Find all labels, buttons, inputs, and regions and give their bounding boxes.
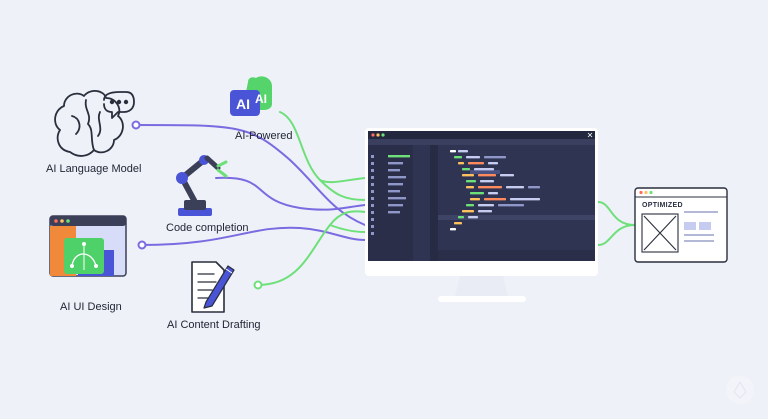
label-ai-ui-design: AI UI Design [60, 301, 122, 313]
code-line-segment [484, 198, 506, 201]
label-ai-powered: AI-Powered [235, 130, 293, 142]
file-icon [371, 225, 374, 228]
label-ai-content-drafting: AI Content Drafting [167, 319, 261, 331]
close-icon [587, 132, 593, 138]
dot-language-model [131, 120, 141, 130]
file-icon [371, 232, 374, 235]
code-line-segment [462, 168, 470, 171]
connector-language-model [135, 124, 366, 226]
connection-dots [131, 120, 263, 290]
connector-green-4 [329, 224, 366, 233]
code-line-segment [468, 216, 478, 219]
code-line-segment [488, 162, 498, 165]
file-icon [371, 204, 374, 207]
code-line-segment [458, 162, 464, 165]
file-icon [371, 197, 374, 200]
connector-output-2 [597, 224, 636, 246]
file-name-line [388, 197, 406, 200]
ai-badge-text-secondary: AI [255, 92, 267, 106]
code-line-segment [470, 198, 480, 201]
connector-ui-design [141, 226, 366, 246]
file-name-line [388, 176, 406, 179]
code-line-segment [466, 156, 480, 159]
file-icon [371, 218, 374, 221]
output-title: OPTIMIZED [642, 202, 683, 209]
code-line-segment [450, 228, 456, 231]
dot-ui-design [137, 240, 147, 250]
file-name-line [388, 162, 403, 165]
file-icon [371, 211, 374, 214]
code-line-segment [462, 210, 474, 213]
code-line-segment [500, 174, 514, 177]
file-name-line [388, 155, 410, 158]
code-line-segment [488, 192, 498, 195]
code-line-segment [478, 174, 496, 177]
code-line-segment [466, 204, 474, 207]
code-line-segment [458, 216, 464, 219]
connector-output [597, 201, 636, 226]
label-ai-language-model: AI Language Model [46, 163, 142, 175]
code-line-segment [470, 192, 484, 195]
watermark-icon [726, 376, 754, 404]
code-line-segment [450, 150, 456, 153]
connector-content-drafting [257, 210, 366, 286]
code-line-segment [466, 186, 474, 189]
code-line-segment [510, 198, 540, 201]
file-name-line [388, 183, 403, 186]
brain-chat-icon [54, 90, 135, 157]
code-line-segment [480, 180, 494, 183]
connections [135, 111, 636, 286]
code-line-segment [474, 168, 494, 171]
code-line-segment [528, 186, 540, 189]
ai-badge-icon: AI AI [230, 76, 272, 116]
document-pen-icon [191, 261, 235, 313]
file-icon [371, 155, 374, 158]
file-name-line [388, 211, 400, 214]
file-icon [371, 183, 374, 186]
file-name-line [388, 204, 403, 207]
connector-green-3 [319, 177, 366, 184]
code-line-segment [454, 156, 462, 159]
code-line-segment [478, 210, 492, 213]
code-line-segment [478, 204, 494, 207]
code-line-segment [506, 186, 524, 189]
dot-content-drafting [253, 280, 263, 290]
label-code-completion: Code completion [166, 222, 249, 234]
file-icon [371, 176, 374, 179]
file-icon [371, 190, 374, 193]
code-line-segment [454, 222, 462, 225]
code-line-segment [498, 204, 524, 207]
code-line-segment [462, 174, 474, 177]
file-icon [371, 169, 374, 172]
code-line-segment [478, 186, 502, 189]
optimized-window-icon: OPTIMIZED [634, 187, 728, 263]
code-line-segment [458, 150, 468, 153]
file-icon [371, 162, 374, 165]
ai-badge-text: AI [236, 96, 250, 112]
code-editor-monitor [365, 128, 598, 302]
robot-arm-icon [176, 155, 228, 216]
code-lines [371, 150, 540, 235]
file-name-line [388, 169, 400, 172]
code-line-segment [468, 162, 484, 165]
connector-code-completion [215, 176, 366, 211]
file-name-line [388, 190, 400, 193]
code-line-segment [466, 180, 476, 183]
connector-ai-powered [279, 111, 366, 201]
design-window-icon [49, 215, 127, 277]
code-line-segment [484, 156, 506, 159]
